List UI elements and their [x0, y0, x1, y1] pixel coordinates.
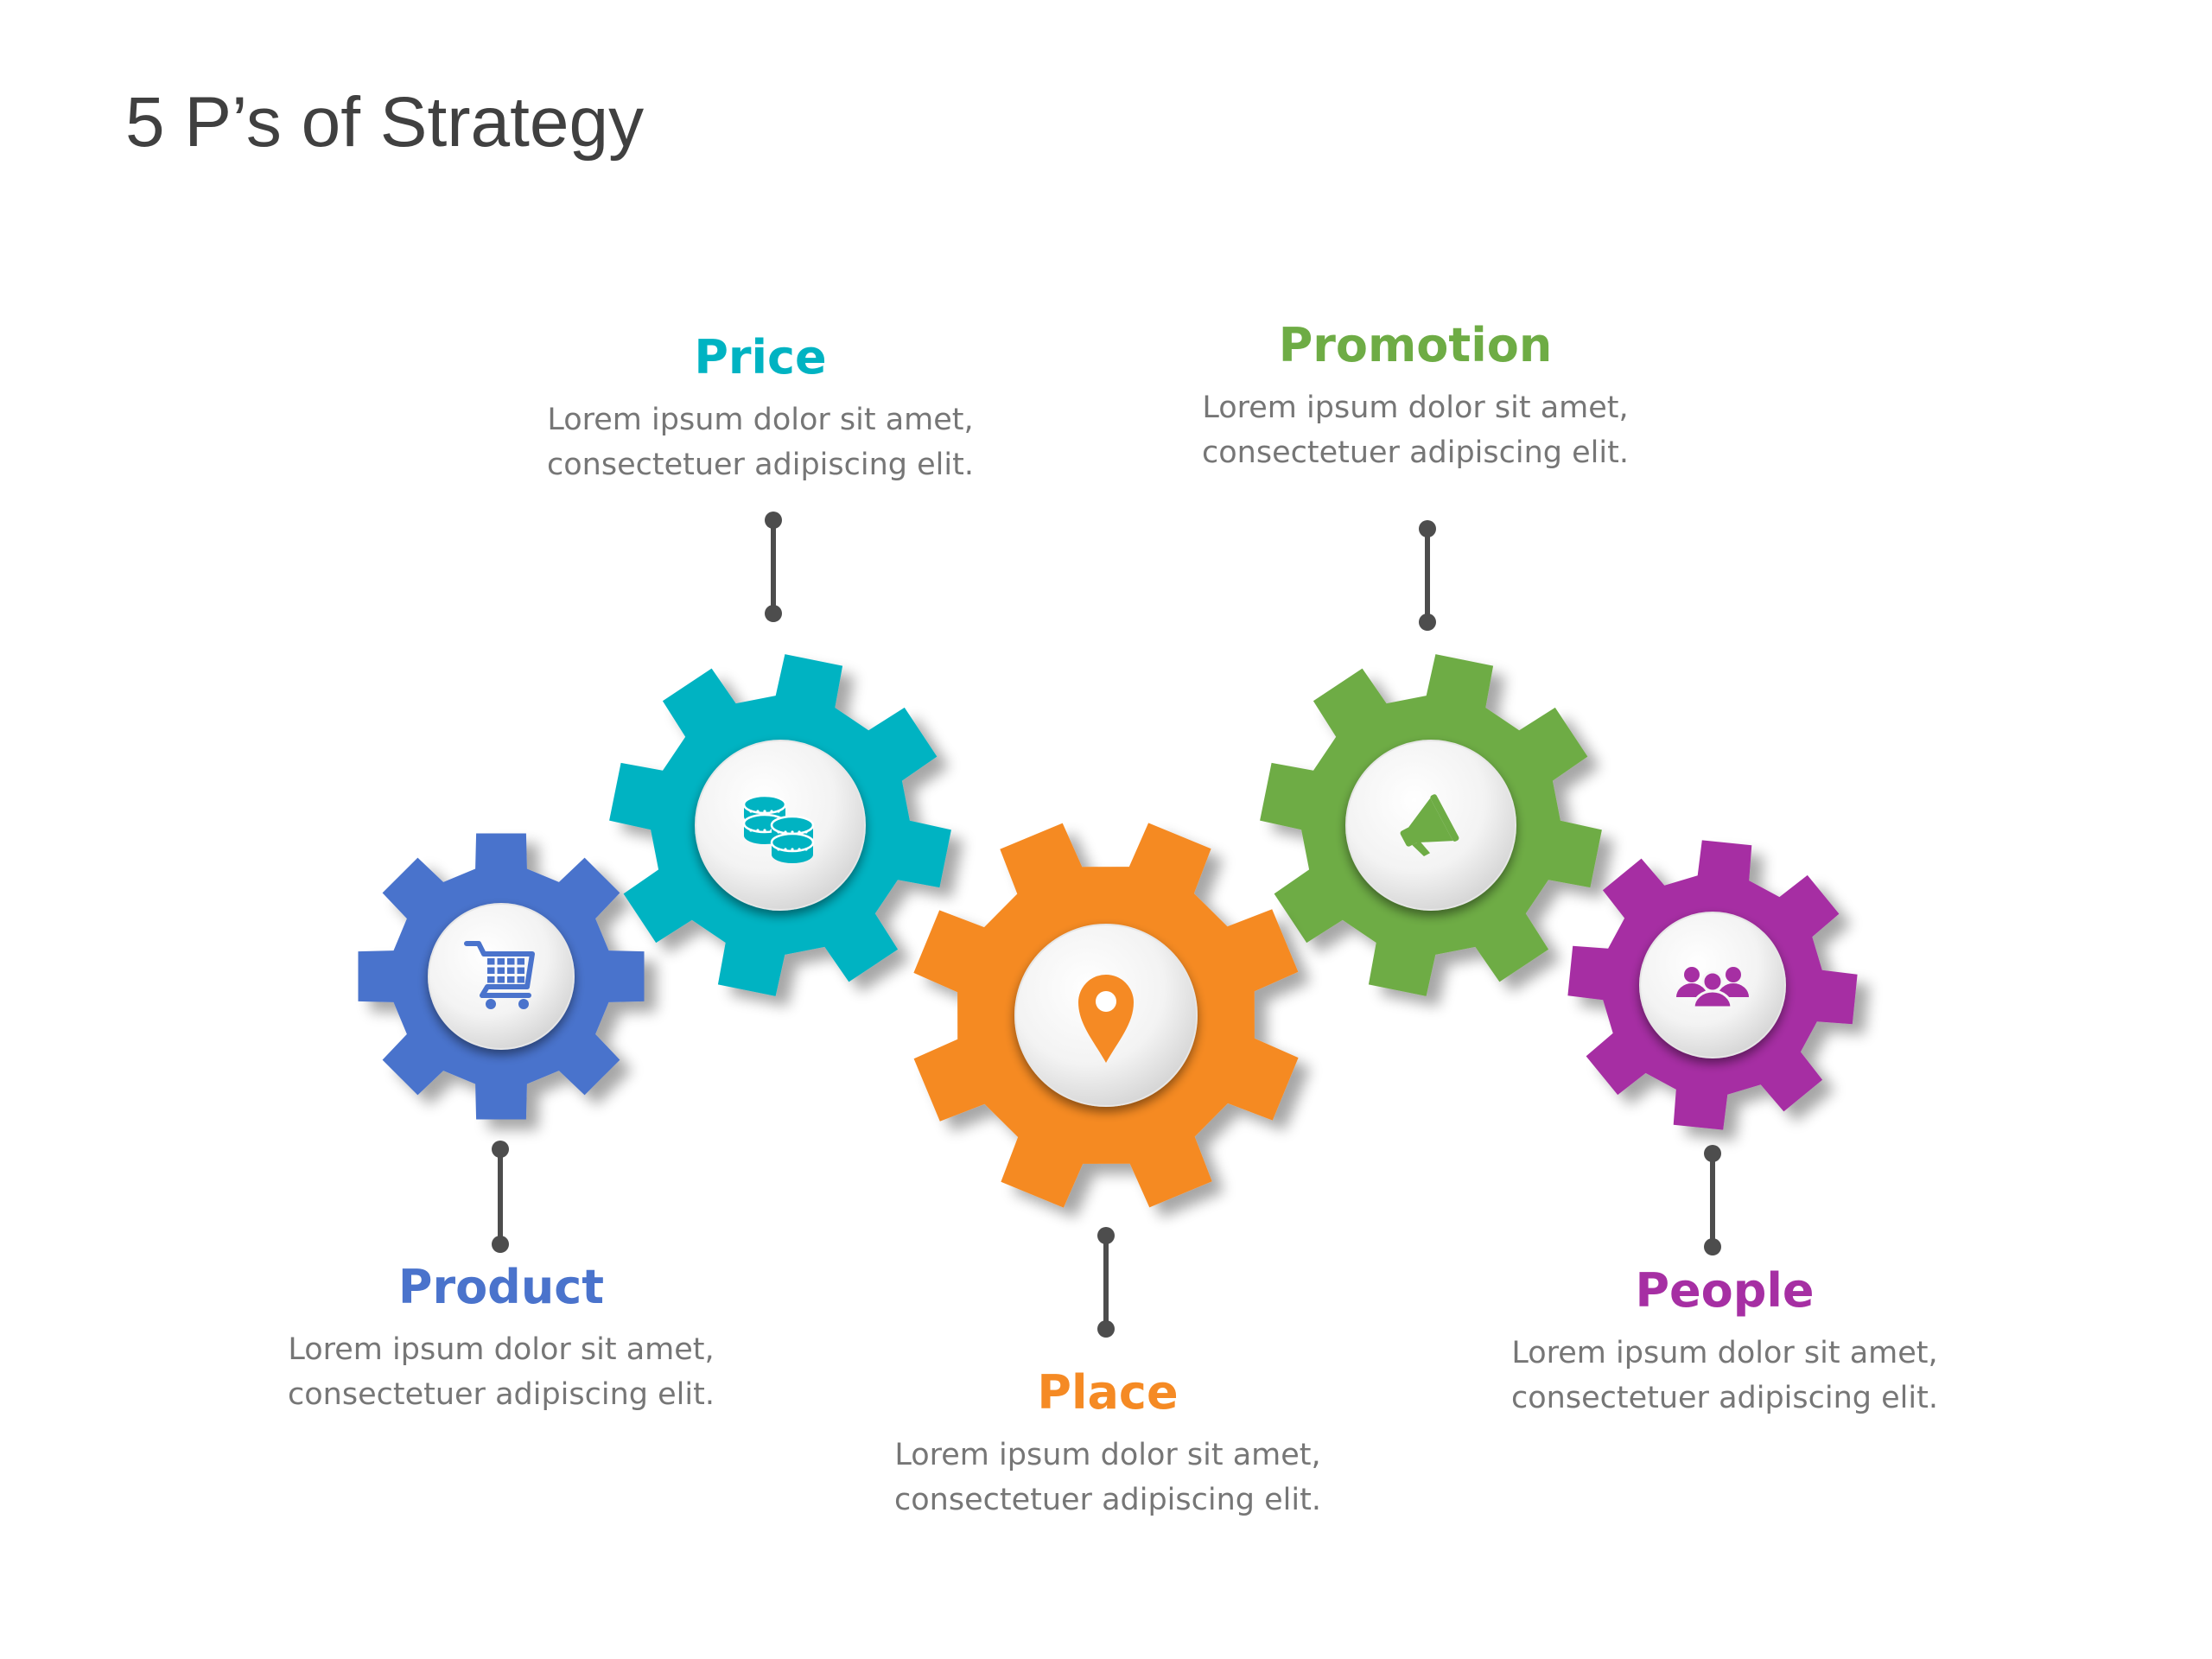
- label-place: Place Lorem ipsum dolor sit amet, consec…: [831, 1365, 1384, 1522]
- megaphone-icon: [1400, 794, 1459, 856]
- connector-product: [492, 1141, 509, 1253]
- connector-place-dot-top: [1097, 1227, 1115, 1244]
- label-price: Price Lorem ipsum dolor sit amet, consec…: [484, 330, 1037, 487]
- description-promotion-line2: consectetuer adipiscing elit.: [1202, 435, 1629, 470]
- description-people-line2: consectetuer adipiscing elit.: [1511, 1381, 1938, 1415]
- label-promotion: Promotion Lorem ipsum dolor sit amet, co…: [1139, 318, 1692, 475]
- heading-place: Place: [1037, 1365, 1179, 1420]
- connector-people: [1704, 1145, 1721, 1255]
- gear-promotion: [1260, 654, 1602, 996]
- location-pin-icon: [1078, 975, 1134, 1063]
- heading-promotion: Promotion: [1278, 318, 1553, 372]
- coins-icon: [742, 794, 815, 863]
- label-product: Product Lorem ipsum dolor sit amet, cons…: [225, 1260, 778, 1417]
- description-place-line2: consectetuer adipiscing elit.: [894, 1483, 1321, 1517]
- gear-people: [1567, 840, 1858, 1130]
- connector-place-dot-bottom: [1097, 1320, 1115, 1338]
- description-price-line1: Lorem ipsum dolor sit amet,: [547, 403, 974, 437]
- connector-people-dot-top: [1704, 1145, 1721, 1162]
- description-promotion-line1: Lorem ipsum dolor sit amet,: [1202, 391, 1629, 425]
- connector-price: [765, 512, 782, 622]
- heading-product: Product: [397, 1260, 605, 1314]
- connector-product-dot-top: [492, 1141, 509, 1158]
- description-product-line1: Lorem ipsum dolor sit amet,: [288, 1332, 715, 1367]
- heading-people: People: [1635, 1263, 1815, 1318]
- gear-product: [358, 833, 645, 1120]
- connector-price-dot-bottom: [765, 605, 782, 622]
- description-place-line1: Lorem ipsum dolor sit amet,: [894, 1438, 1321, 1472]
- heading-price: Price: [694, 330, 827, 385]
- gear-price: [609, 654, 951, 996]
- connector-product-dot-bottom: [492, 1236, 509, 1253]
- connector-promotion-dot-bottom: [1419, 613, 1436, 631]
- label-people: People Lorem ipsum dolor sit amet, conse…: [1448, 1263, 2001, 1421]
- description-price-line2: consectetuer adipiscing elit.: [547, 448, 974, 482]
- connector-place: [1097, 1227, 1115, 1338]
- description-product-line2: consectetuer adipiscing elit.: [288, 1377, 715, 1412]
- connector-people-dot-bottom: [1704, 1238, 1721, 1255]
- shopping-cart-icon: [464, 941, 535, 1009]
- description-people-line1: Lorem ipsum dolor sit amet,: [1511, 1336, 1938, 1370]
- people-group-icon: [1676, 967, 1749, 1009]
- gear-place: [913, 823, 1299, 1208]
- connector-promotion-dot-top: [1419, 520, 1436, 537]
- connector-promotion: [1419, 520, 1436, 631]
- connector-price-dot-top: [765, 512, 782, 529]
- slide-title: 5 P’s of Strategy: [125, 83, 645, 162]
